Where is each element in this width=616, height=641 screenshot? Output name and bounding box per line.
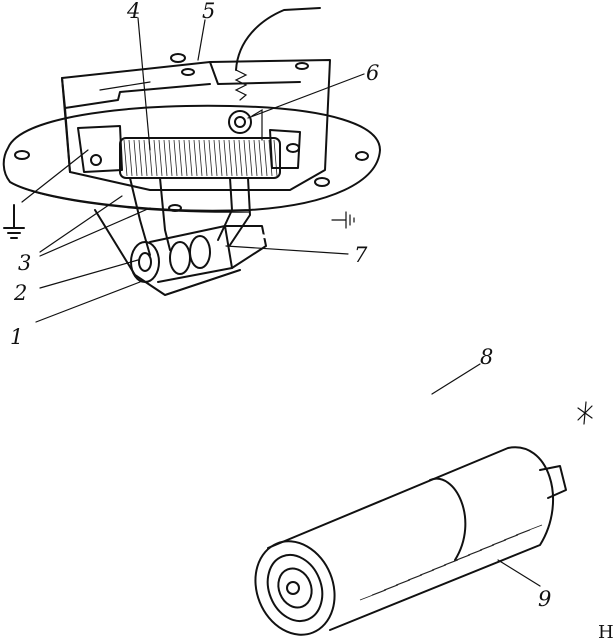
coil-winding bbox=[258, 139, 263, 177]
resistor-coil bbox=[119, 137, 281, 179]
coil-winding bbox=[213, 139, 218, 177]
coil-winding bbox=[218, 139, 223, 177]
float-arm bbox=[256, 234, 580, 484]
coil-winding bbox=[128, 139, 133, 177]
bracket bbox=[94, 209, 241, 296]
coil-winding bbox=[163, 139, 168, 177]
coil-winding bbox=[228, 139, 233, 177]
leader-lines bbox=[21, 17, 541, 587]
callout-5: 5 bbox=[202, 0, 215, 23]
coil-winding bbox=[168, 139, 173, 177]
callout-2: 2 bbox=[13, 281, 27, 305]
ground-symbol-icon bbox=[331, 211, 355, 229]
coil-winding bbox=[208, 139, 213, 177]
corner-text: Н bbox=[598, 622, 614, 641]
coil-winding bbox=[253, 139, 258, 177]
rheostat-housing bbox=[61, 53, 331, 191]
coil-winding bbox=[188, 139, 193, 177]
coil-winding bbox=[203, 139, 208, 177]
slider-lever bbox=[129, 177, 251, 256]
contact-screw bbox=[228, 69, 263, 141]
ground-symbol-icon bbox=[3, 204, 25, 239]
coil-winding bbox=[183, 139, 188, 177]
coil-winding bbox=[223, 139, 228, 177]
coil-winding bbox=[233, 139, 238, 177]
coil-winding bbox=[238, 139, 243, 177]
callout-7: 7 bbox=[354, 243, 368, 267]
callout-6: 6 bbox=[366, 61, 379, 85]
coil-winding bbox=[243, 139, 248, 177]
coil-winding bbox=[153, 139, 158, 177]
coil-winding bbox=[158, 139, 163, 177]
coil-winding bbox=[138, 139, 143, 177]
coil-winding bbox=[143, 139, 148, 177]
callout-9: 9 bbox=[538, 587, 551, 611]
coil-winding bbox=[173, 139, 178, 177]
callout-4: 4 bbox=[126, 0, 140, 23]
callout-8: 8 bbox=[480, 345, 493, 369]
callout-1: 1 bbox=[10, 325, 23, 349]
ink-mark bbox=[577, 401, 593, 425]
float-shading bbox=[515, 524, 543, 536]
terminal-blocks bbox=[77, 125, 301, 173]
coil-winding bbox=[178, 139, 183, 177]
callout-3: 3 bbox=[18, 251, 31, 275]
coil-winding bbox=[263, 139, 268, 177]
mounting-flange bbox=[2, 104, 381, 213]
float-cylinder bbox=[254, 446, 567, 636]
axle-bushing bbox=[130, 225, 267, 283]
coil-winding bbox=[193, 139, 198, 177]
coil-winding bbox=[123, 139, 128, 177]
coil-winding bbox=[133, 139, 138, 177]
coil-winding bbox=[248, 139, 253, 177]
coil-winding bbox=[273, 139, 278, 177]
coil-winding bbox=[198, 139, 203, 177]
